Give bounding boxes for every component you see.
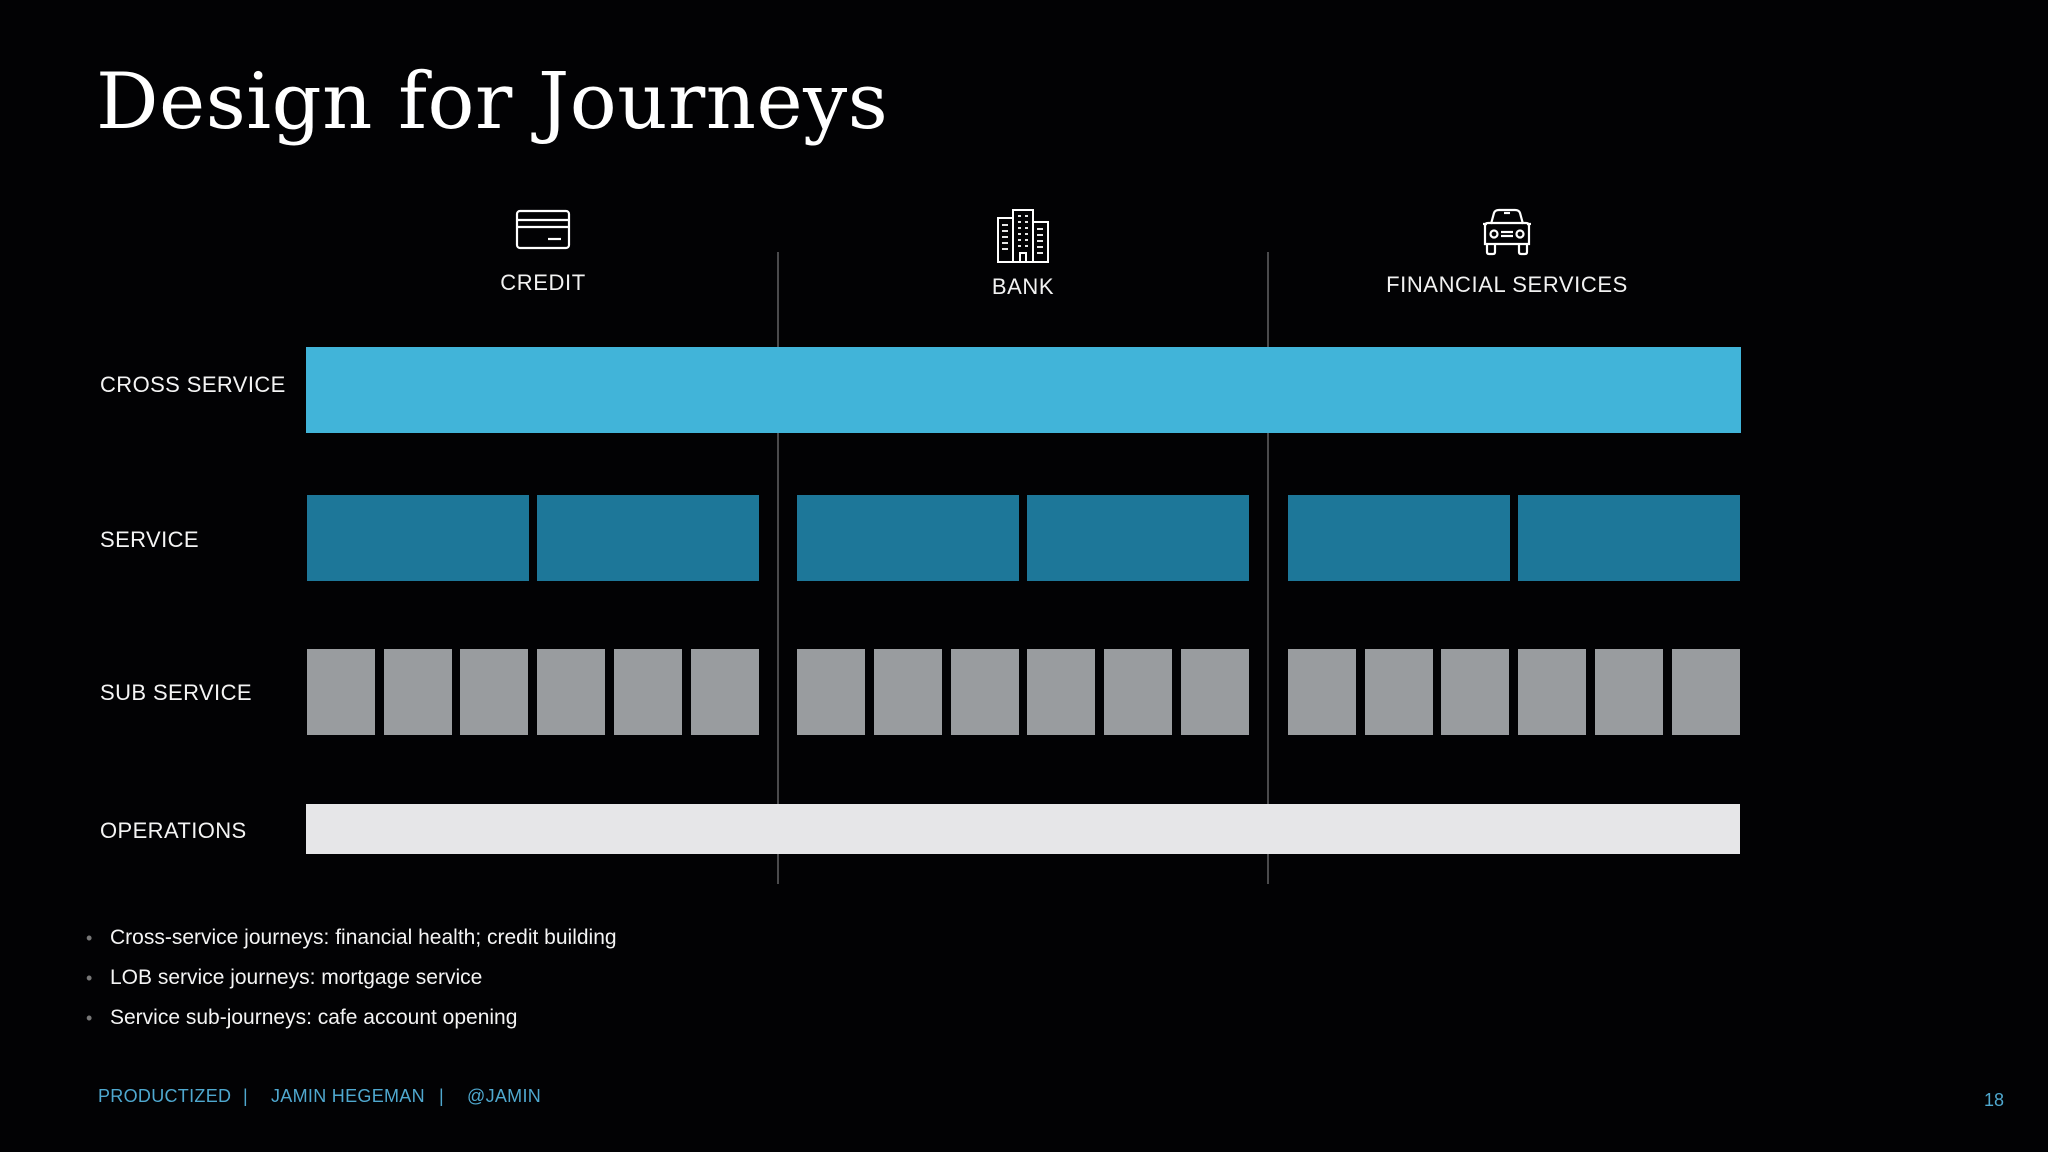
row-label-cross-service: CROSS SERVICE <box>100 372 286 397</box>
column-divider <box>1267 252 1269 884</box>
sub-service-block <box>307 649 375 735</box>
bullet-item: •Cross-service journeys: financial healt… <box>84 918 617 958</box>
building-icon <box>843 208 1203 264</box>
page-number: 18 <box>1984 1090 2005 1110</box>
column-header-bank: BANK <box>843 208 1203 300</box>
credit-card-icon <box>363 208 723 252</box>
column-divider <box>777 252 779 884</box>
sub-service-block <box>1104 649 1172 735</box>
row-label-sub-service: SUB SERVICE <box>100 680 252 705</box>
bullet-dot-icon: • <box>86 1008 93 1028</box>
sub-service-block <box>1288 649 1356 735</box>
sub-service-block <box>691 649 759 735</box>
sub-service-block <box>1441 649 1509 735</box>
bullet-item: •LOB service journeys: mortgage service <box>84 958 617 998</box>
column-header-financial-services: FINANCIAL SERVICES <box>1327 208 1687 298</box>
operations-bar <box>306 804 1740 854</box>
footer-separator: | <box>243 1086 248 1106</box>
service-block-bank-1 <box>797 495 1019 581</box>
column-header-credit: CREDIT <box>363 208 723 296</box>
sub-service-block <box>537 649 605 735</box>
sub-service-block <box>1672 649 1740 735</box>
footer-author: JAMIN HEGEMAN <box>271 1086 425 1106</box>
bullet-item: •Service sub-journeys: cafe account open… <box>84 998 617 1038</box>
sub-service-block <box>874 649 942 735</box>
bullet-dot-icon: • <box>86 968 93 988</box>
column-label: FINANCIAL SERVICES <box>1386 272 1628 297</box>
service-block-financial-1 <box>1288 495 1510 581</box>
service-block-credit-2 <box>537 495 759 581</box>
sub-service-block <box>951 649 1019 735</box>
slide-title: Design for Journeys <box>96 57 889 147</box>
footer-brand: PRODUCTIZED <box>98 1086 232 1106</box>
service-block-financial-2 <box>1518 495 1740 581</box>
sub-service-block <box>614 649 682 735</box>
sub-service-block <box>1365 649 1433 735</box>
bullet-dot-icon: • <box>86 928 93 948</box>
sub-service-block <box>797 649 865 735</box>
sub-service-block <box>1181 649 1249 735</box>
sub-service-block <box>384 649 452 735</box>
column-label: CREDIT <box>500 270 586 295</box>
footer-separator: | <box>439 1086 444 1106</box>
sub-service-block <box>1518 649 1586 735</box>
bullet-list: •Cross-service journeys: financial healt… <box>84 918 617 1038</box>
sub-service-block <box>1027 649 1095 735</box>
car-icon <box>1327 208 1687 256</box>
service-block-credit-1 <box>307 495 529 581</box>
service-block-bank-2 <box>1027 495 1249 581</box>
cross-service-bar <box>306 347 1741 433</box>
column-label: BANK <box>991 274 1055 299</box>
sub-service-block <box>1595 649 1663 735</box>
row-label-service: SERVICE <box>100 527 199 552</box>
footer-handle: @JAMIN <box>467 1086 542 1106</box>
sub-service-block <box>460 649 528 735</box>
row-label-operations: OPERATIONS <box>100 818 247 843</box>
